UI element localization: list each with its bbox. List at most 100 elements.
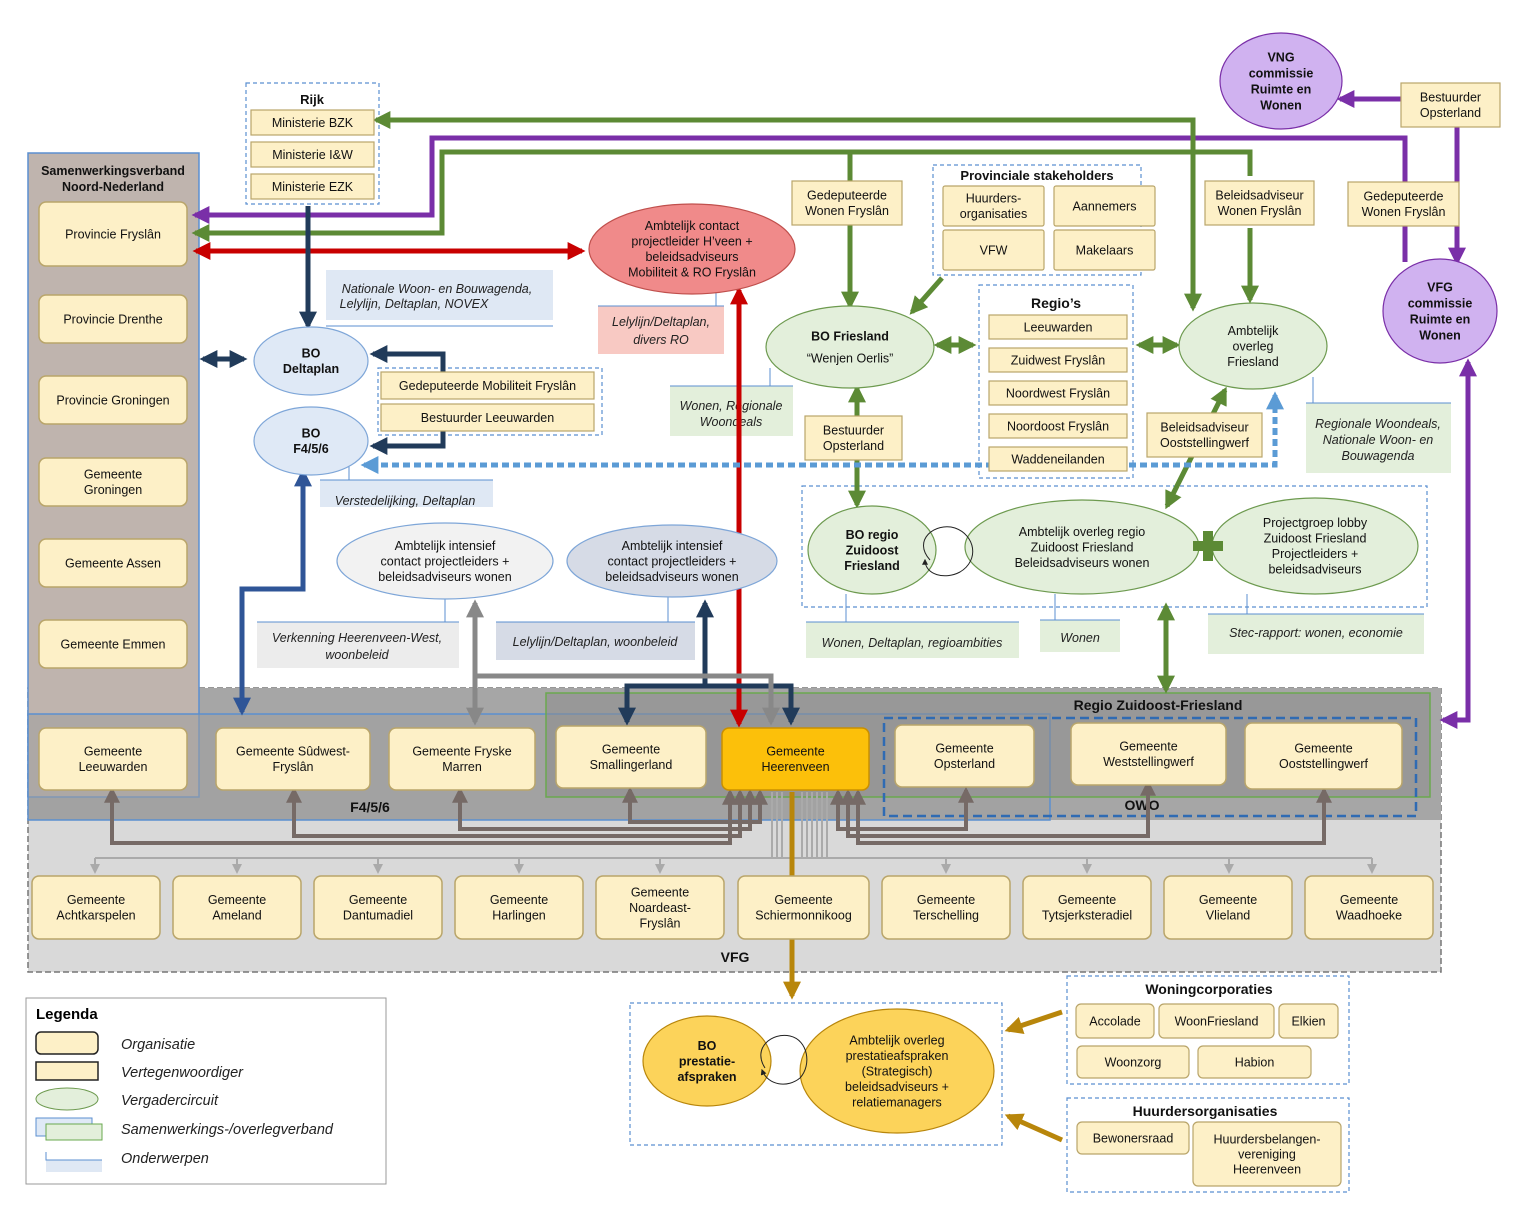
woningcorporatie-woonfriesland: WoonFriesland xyxy=(1158,1003,1275,1039)
gemeente-weststellingwerf-text-1: Gemeente xyxy=(1119,740,1177,754)
legend-swatch-topic xyxy=(46,1160,102,1172)
regio-zof-label: Regio Zuidoost-Friesland xyxy=(1074,697,1243,713)
rep-bestuurder-leeuwarden-text: Bestuurder Leeuwarden xyxy=(421,411,554,425)
provincie-groningen: Provincie Groningen xyxy=(38,375,188,425)
circuit-ambtelijk-contact-text-1: Ambtelijk contact xyxy=(645,219,740,233)
huurders-hbv-text-2: vereniging xyxy=(1238,1147,1296,1161)
vfg-gemeente-10-text-1: Gemeente xyxy=(1340,893,1398,907)
rep-beleidsadviseur-ooststellingwerf-box xyxy=(1146,412,1263,458)
aannemers-text: Aannemers xyxy=(1073,199,1137,213)
rep-bestuurder-opsterland-top-box xyxy=(1400,82,1501,128)
provincie-groningen-box xyxy=(38,375,188,425)
gemeente-groningen-text-2: Groningen xyxy=(84,483,142,497)
legend-item-vergadercircuit: Vergadercircuit xyxy=(121,1093,219,1109)
vfg-gemeente-4-box xyxy=(454,875,584,940)
rep-gedeputeerde-wonen-1-text-1: Gedeputeerde xyxy=(807,189,887,203)
vfw-text: VFW xyxy=(980,243,1008,257)
woningcorporatie-accolade-box xyxy=(1075,1003,1155,1039)
vfg-gemeente-8-text-1: Gemeente xyxy=(1058,893,1116,907)
ministerie-iw: Ministerie I&W xyxy=(250,141,375,168)
topic-wonen-regionale-1: Wonen, Regionale xyxy=(680,399,783,413)
circuit-bo-regio-zof-shape xyxy=(807,505,937,595)
rep-gedeputeerde-wonen-2-box xyxy=(1347,181,1460,227)
legend-item-samenwerking: Samenwerkings-/overlegverband xyxy=(121,1122,334,1138)
makelaars: Makelaars xyxy=(1053,229,1156,271)
circuit-ambtelijk-overleg-zof-text-3: Beleidsadviseurs wonen xyxy=(1015,556,1150,570)
topic-regionale-woondeals-3: Bouwagenda xyxy=(1342,449,1415,463)
circuit-bo-friesland-shape xyxy=(765,305,935,389)
gemeente-opsterland-text-1: Gemeente xyxy=(935,742,993,756)
vfg-gemeente-5-text-3: Fryslân xyxy=(640,916,681,930)
circuit-ambtelijk-prestatie-text-5: relatiemanagers xyxy=(852,1095,942,1109)
vfg-gemeente-6-text-2: Schiermonnikoog xyxy=(755,909,852,923)
gemeente-sudwest-fryslan-box xyxy=(215,727,371,791)
circuit-projectgroep-lobby-text-1: Projectgroep lobby xyxy=(1263,516,1368,530)
huurders-bewonersraad-text: Bewonersraad xyxy=(1093,1131,1174,1145)
rep-beleidsadviseur-wonen-box xyxy=(1204,180,1315,226)
arrow-dashed-overleg-f456 xyxy=(360,391,1284,474)
circuit-ambtelijk-contact-shape xyxy=(588,203,796,295)
regio-zuidwest-box xyxy=(988,347,1128,373)
topic-nationale-2: Lelylijn, Deltaplan, NOVEX xyxy=(340,297,489,311)
legend-item-onderwerpen: Onderwerpen xyxy=(121,1151,209,1167)
vfg-gemeente-10-text-2: Waadhoeke xyxy=(1336,909,1402,923)
circuit-ambtelijk-overleg-zof-text-1: Ambtelijk overleg regio xyxy=(1019,525,1145,539)
woningcorporatie-woonzorg-text: Woonzorg xyxy=(1105,1055,1162,1069)
rep-bestuurder-leeuwarden: Bestuurder Leeuwarden xyxy=(380,403,595,432)
circuit-ambtelijk-intensief-2-text-1: Ambtelijk intensief xyxy=(622,539,723,553)
circuit-ambtelijk-prestatie-text-3: (Strategisch) xyxy=(862,1064,933,1078)
woningcorporatie-woonzorg-box xyxy=(1076,1045,1190,1079)
rep-bestuurder-opsterland-mid-box xyxy=(804,415,903,461)
stakeholders-label: Provinciale stakeholders xyxy=(960,168,1113,183)
rep-bestuurder-opsterland-top-text-1: Bestuurder xyxy=(1420,91,1481,105)
vfg-gemeente-4-text-2: Harlingen xyxy=(492,909,546,923)
gemeente-emmen: Gemeente Emmen xyxy=(38,619,188,669)
arrow-gold-corporaties xyxy=(1004,1009,1063,1034)
circuit-ambtelijk-contact-text-4: Mobiliteit & RO Fryslân xyxy=(628,266,756,280)
circuit-projectgroep-lobby-text-2: Zuidoost Friesland xyxy=(1264,532,1367,546)
provincie-fryslan: Provincie Fryslân xyxy=(38,201,188,267)
circuit-ambtelijk-intensief-1-shape xyxy=(336,522,554,600)
vfg-gemeente-3-box xyxy=(313,875,443,940)
gemeente-opsterland-text-2: Opsterland xyxy=(934,757,995,771)
rep-beleidsadviseur-wonen-text-1: Beleidsadviseur xyxy=(1215,189,1303,203)
regio-zuidwest: Zuidwest Fryslân xyxy=(988,347,1128,373)
huurders-hbv-text-3: Heerenveen xyxy=(1233,1162,1301,1176)
circuit-bo-regio-zof-text-2: Zuidoost xyxy=(846,543,900,557)
gemeente-assen-text: Gemeente Assen xyxy=(65,556,161,570)
regio-leeuwarden-text: Leeuwarden xyxy=(1024,320,1093,334)
regio-wadden-text: Waddeneilanden xyxy=(1011,452,1104,466)
prestatie-group xyxy=(629,1002,1003,1146)
legend-swatch-rep xyxy=(35,1061,99,1081)
circuit-bo-regio-zof-text-1: BO regio xyxy=(846,528,899,542)
snn-label-2: Noord-Nederland xyxy=(62,180,164,194)
gemeente-heerenveen-text-1: Gemeente xyxy=(766,745,824,759)
topic-wonen: Wonen xyxy=(1060,631,1100,645)
arrow-green-provincie-ged xyxy=(191,149,1253,242)
rijk-label: Rijk xyxy=(300,92,325,107)
provincie-fryslan-box xyxy=(38,201,188,267)
circuit-ambtelijk-prestatie-text-4: beleidsadviseurs + xyxy=(845,1080,949,1094)
arrow-purple-vfg-comm-vfg xyxy=(1439,358,1477,729)
vfg-gemeente-2-box xyxy=(172,875,302,940)
gemeente-leeuwarden-box xyxy=(38,727,188,791)
circuit-ambtelijk-prestatie-text-1: Ambtelijk overleg xyxy=(849,1033,944,1047)
vfg-gemeente-3-text-1: Gemeente xyxy=(349,893,407,907)
arrows-heerenveen-f456-owo xyxy=(104,779,1332,845)
ministerie-ezk-text: Ministerie EZK xyxy=(272,180,354,194)
woningcorporatie-woonfriesland-box xyxy=(1158,1003,1275,1039)
circuit-ambtelijk-contact-text-2: projectleider H’veen + xyxy=(631,235,752,249)
regio-noordwest-box xyxy=(988,380,1128,406)
